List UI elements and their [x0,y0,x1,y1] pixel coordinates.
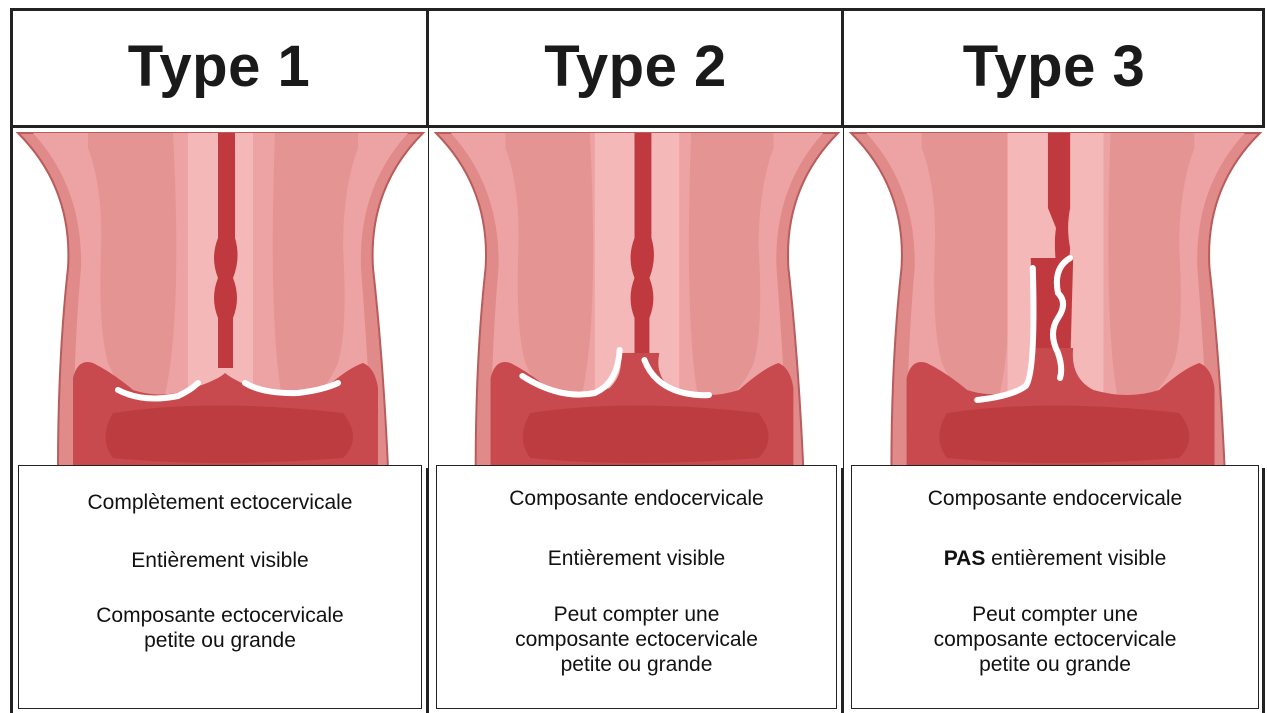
cervix-illustration-type-2 [431,128,843,468]
description-line: Entièrement visible [437,546,836,571]
description-line: Composante endocervicale [852,486,1258,511]
description-line: Peut compter une composante ectocervical… [852,602,1258,678]
description-line: Composante ectocervicale petite ou grand… [19,603,421,653]
column-type-2: Type 2 Composante endocervicale Entièrem… [428,8,843,713]
description-text: petite ou grande [437,652,836,677]
cervix-illustration-type-1 [13,128,428,468]
column-title: Type 3 [843,8,1265,125]
description-box: Composante endocervicale PAS entièrement… [851,465,1259,709]
description-text: Peut compter une [437,602,836,627]
description-line: Composante endocervicale [437,486,836,511]
description-box: Composante endocervicale Entièrement vis… [436,465,837,709]
description-line: Complètement ectocervicale [19,490,421,515]
emphasis-text: PAS [944,547,986,570]
description-text: petite ou grande [852,652,1258,677]
description-text: petite ou grande [19,628,421,653]
cervix-illustration-type-3 [846,128,1265,468]
column-type-3: Type 3 Composante endocervicale PAS enti… [843,8,1265,713]
description-text: composante ectocervicale [852,627,1258,652]
description-text: entièrement visible [985,547,1166,570]
description-line: Peut compter une composante ectocervical… [437,602,836,678]
description-line: PAS entièrement visible [852,546,1258,571]
column-type-1: Type 1 Complètement ectocervicale Entièr… [10,8,428,713]
description-text: Peut compter une [852,602,1258,627]
description-text: Composante ectocervicale [19,603,421,628]
column-title: Type 2 [428,8,843,125]
description-line: Entièrement visible [19,548,421,573]
column-title: Type 1 [10,8,428,125]
description-text: composante ectocervicale [437,627,836,652]
description-box: Complètement ectocervicale Entièrement v… [18,465,422,709]
